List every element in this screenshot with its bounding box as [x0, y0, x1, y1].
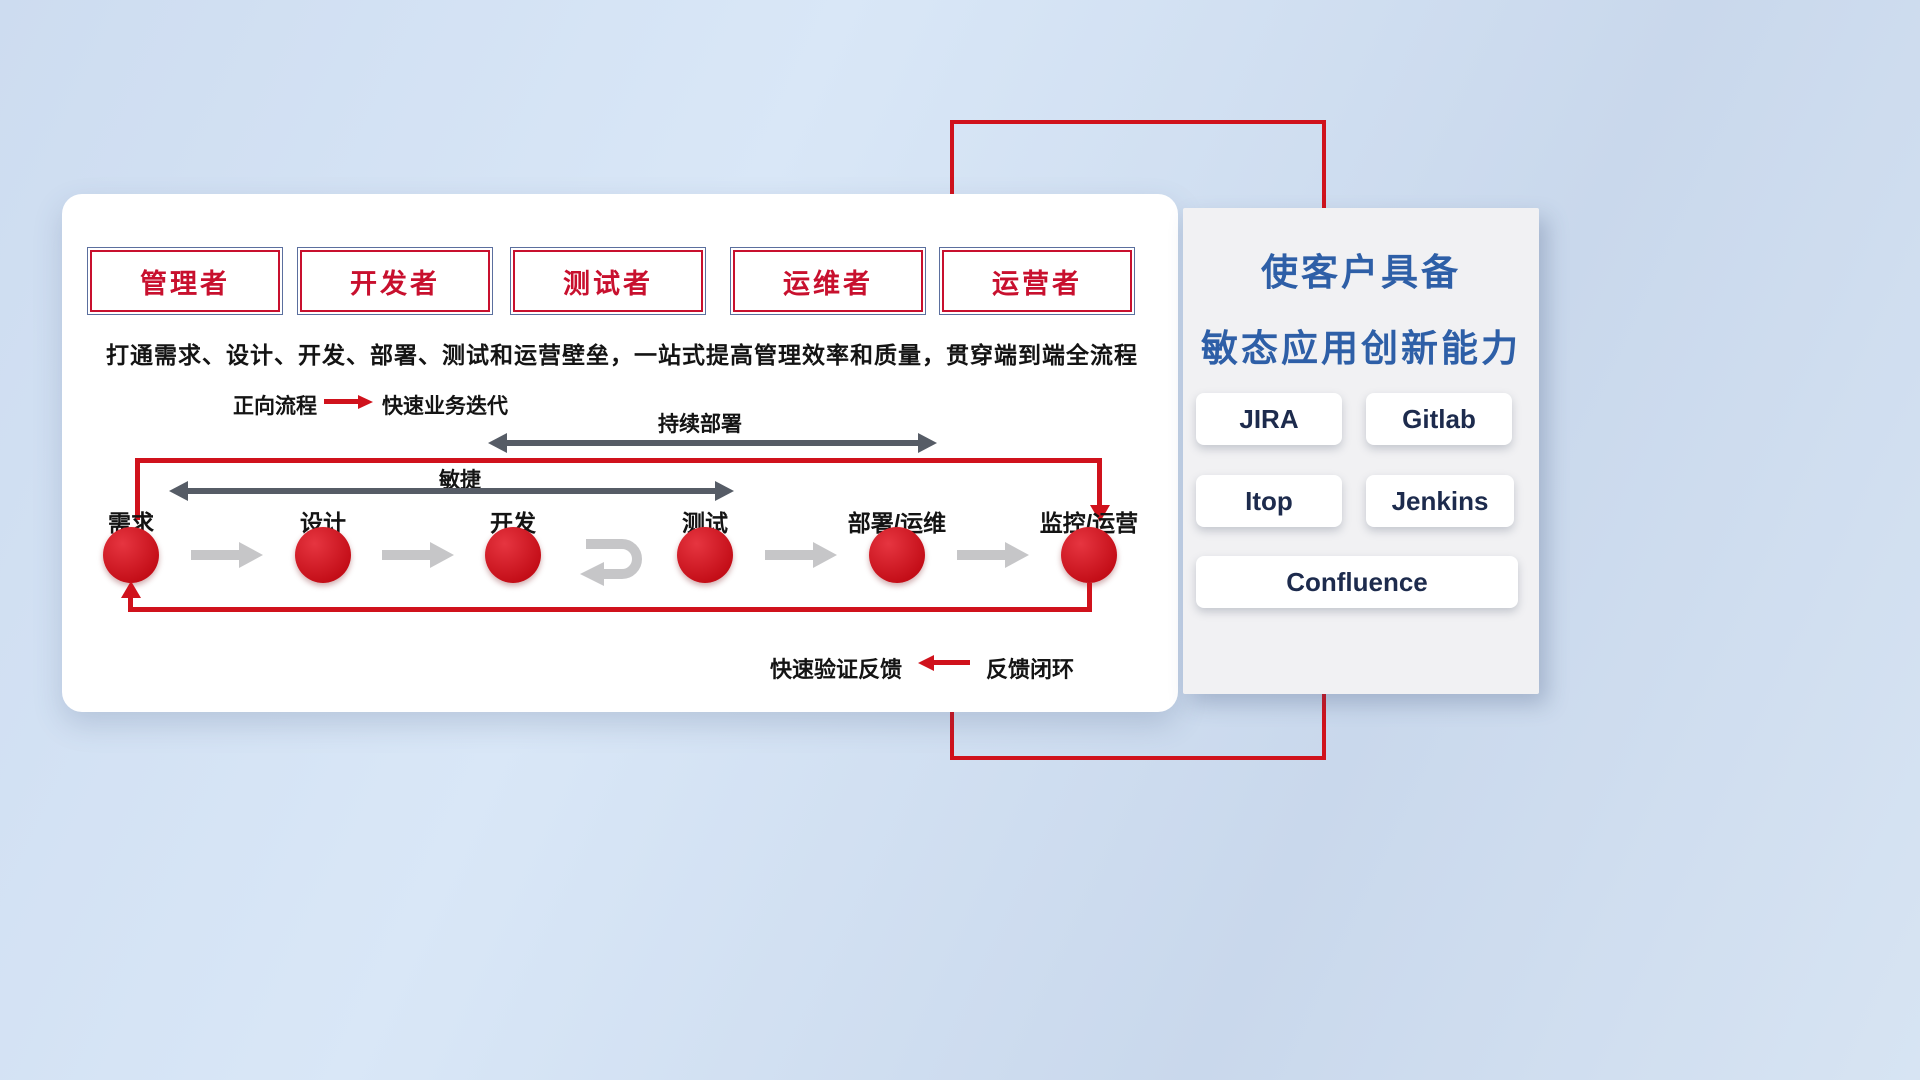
stage-circle-monitor-ops: [1061, 527, 1117, 583]
role-box-tester: 测试者: [510, 247, 706, 315]
forward-loop-arrowhead-down: [1090, 505, 1110, 522]
forward-loop-right-stub: [1097, 458, 1102, 506]
role-box-developer: 开发者: [297, 247, 493, 315]
legend-feedback-arrow-icon: [918, 655, 934, 671]
forward-loop-top-line: [135, 458, 1102, 463]
agile-arrowhead-left: [169, 481, 188, 501]
continuous-deploy-arrowhead-left: [488, 433, 507, 453]
forward-loop-left-stub: [135, 458, 140, 520]
legend-forward-arrow-line: [324, 399, 358, 404]
process-subtitle: 打通需求、设计、开发、部署、测试和运营壁垒，一站式提高管理效率和质量，贯穿端到端…: [106, 342, 1138, 368]
role-box-operator: 运营者: [939, 247, 1135, 315]
legend-feedback-value: 快速验证反馈: [770, 657, 903, 682]
stage-circle-development: [485, 527, 541, 583]
tool-badge-gitlab: Gitlab: [1366, 393, 1512, 445]
feedback-loop-right-stub: [1087, 583, 1092, 611]
continuous-deploy-label: 持续部署: [658, 413, 742, 436]
stage-circle-testing: [677, 527, 733, 583]
feedback-loop-bottom-line: [128, 607, 1092, 612]
feedback-loop-arrowhead-up: [121, 581, 141, 598]
continuous-deploy-arrow-line: [506, 440, 918, 446]
capability-title-line2: 敏态应用创新能力: [1201, 328, 1521, 369]
legend-feedback-label: 反馈闭环: [986, 657, 1075, 682]
role-box-ops: 运维者: [730, 247, 926, 315]
tool-badge-itop: Itop: [1196, 475, 1342, 527]
legend-forward-label: 正向流程: [233, 395, 317, 418]
tool-badge-jenkins: Jenkins: [1366, 475, 1514, 527]
stage-circle-design: [295, 527, 351, 583]
legend-forward-value: 快速业务迭代: [382, 395, 508, 418]
flow-arrow-2-icon: [382, 542, 454, 568]
stage-circle-requirements: [103, 527, 159, 583]
tool-badge-jira: JIRA: [1196, 393, 1342, 445]
tool-badge-confluence: Confluence: [1196, 556, 1518, 608]
iteration-loop-icon: [568, 530, 652, 593]
capability-title-line1: 使客户具备: [1261, 252, 1461, 293]
flow-arrow-5-icon: [957, 542, 1029, 568]
capability-panel: [1183, 208, 1539, 694]
flow-arrow-4-icon: [765, 542, 837, 568]
feedback-loop-left-stub: [128, 597, 133, 611]
agile-arrowhead-right: [715, 481, 734, 501]
flow-arrow-1-icon: [191, 542, 263, 568]
agile-label: 敏捷: [439, 469, 481, 492]
stage-circle-deploy-ops: [869, 527, 925, 583]
legend-forward-arrow-icon: [358, 395, 373, 409]
agile-arrow-line: [187, 488, 715, 494]
role-box-manager: 管理者: [87, 247, 283, 315]
continuous-deploy-arrowhead-right: [918, 433, 937, 453]
legend-feedback-arrow-line: [934, 660, 970, 665]
